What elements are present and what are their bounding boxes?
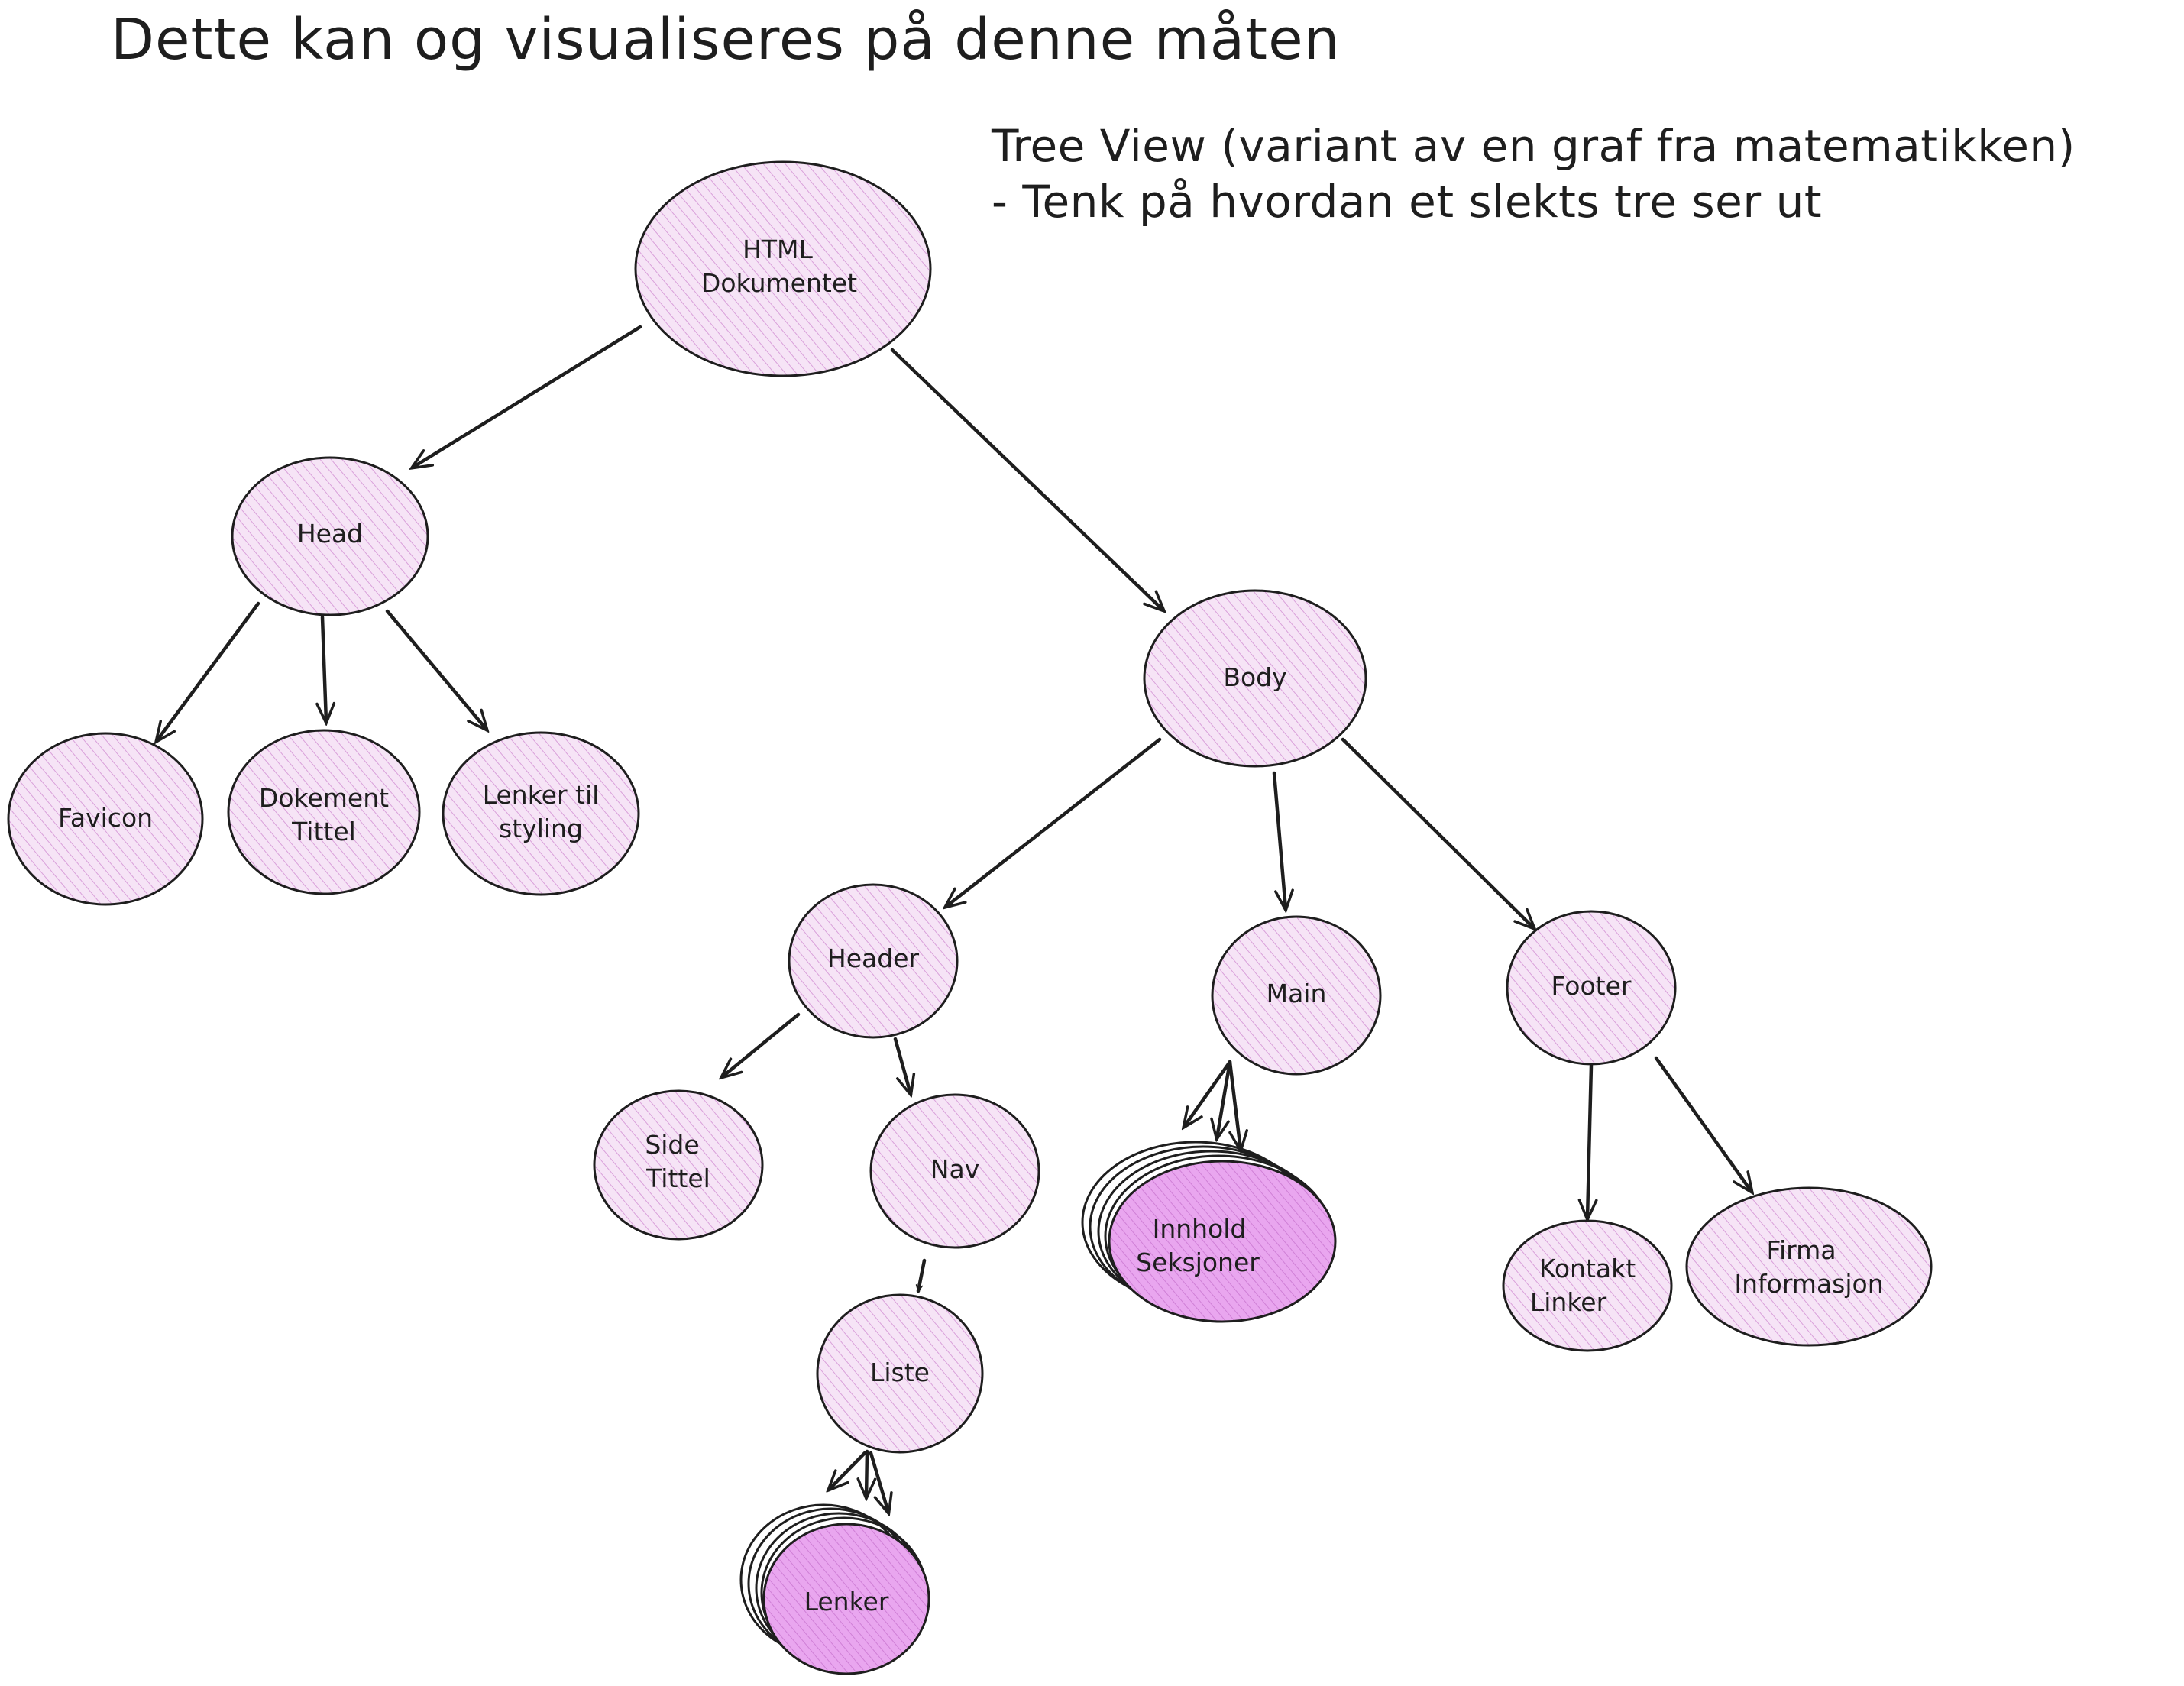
node-footer-label: Footer: [1551, 971, 1632, 1001]
node-html-document-line-2: Dokumentet: [701, 268, 857, 298]
node-html-document: HTML Dokumentet: [634, 160, 932, 377]
edges: [157, 325, 1752, 1513]
edge-liste-to-lenker-3: [869, 1451, 888, 1513]
node-main: Main: [1211, 915, 1382, 1076]
node-kontakt-linker-line-1: Kontakt: [1539, 1254, 1636, 1283]
node-side-tittel-line-2: Tittel: [645, 1163, 710, 1193]
node-header: Header: [788, 883, 959, 1039]
edge-main-to-innhold-3: [1228, 1060, 1241, 1150]
node-lenker-stack: Lenker: [739, 1503, 930, 1675]
node-liste: Liste: [816, 1293, 984, 1454]
node-head-label: Head: [297, 519, 363, 549]
edge-main-to-innhold-2: [1217, 1060, 1232, 1138]
edge-liste-to-lenker-2: [866, 1449, 867, 1497]
edge-nav-to-liste: [918, 1258, 927, 1293]
node-innhold-stack: Innhold Seksjoner: [1081, 1141, 1337, 1323]
node-kontakt-linker: Kontakt Linker: [1502, 1219, 1673, 1352]
diagram-title: Dette kan og visualiseres på denne måten: [111, 7, 1341, 73]
edge-head-to-lenker-styling: [385, 609, 487, 730]
edge-body-to-footer: [1341, 737, 1534, 928]
node-body-label: Body: [1223, 662, 1286, 692]
edge-body-to-main: [1272, 771, 1286, 909]
edge-main-to-innhold-1: [1184, 1060, 1232, 1127]
node-favicon-label: Favicon: [58, 803, 153, 833]
node-innhold-seksjoner-line-1: Innhold: [1153, 1214, 1247, 1244]
edge-header-to-side-tittel: [722, 1012, 801, 1077]
edge-head-to-favicon: [157, 601, 260, 741]
node-header-label: Header: [827, 943, 920, 973]
node-favicon: Favicon: [7, 732, 204, 906]
node-firma-informasjon-line-1: Firma: [1766, 1235, 1836, 1265]
edge-body-to-header: [946, 737, 1162, 907]
edge-head-to-dokument-tittel: [322, 615, 326, 722]
node-liste-label: Liste: [870, 1358, 930, 1387]
edge-header-to-nav: [893, 1037, 911, 1094]
edge-footer-to-firma: [1654, 1056, 1752, 1192]
node-lenker-label: Lenker: [804, 1587, 889, 1616]
node-side-tittel-line-1: Side: [645, 1130, 699, 1160]
node-lenker-styling: Lenker til styling: [442, 731, 640, 896]
node-lenker-styling-line-2: styling: [499, 814, 583, 843]
node-firma-informasjon: Firma Informasjon: [1685, 1186, 1933, 1347]
node-lenker-styling-line-1: Lenker til: [483, 780, 600, 810]
edge-html-to-body: [890, 348, 1163, 610]
edge-html-to-head: [413, 325, 642, 468]
node-dokument-tittel-line-2: Tittel: [291, 817, 356, 846]
node-kontakt-linker-line-2: Linker: [1530, 1287, 1607, 1317]
node-dokument-tittel-line-1: Dokement: [259, 783, 389, 813]
node-firma-informasjon-line-2: Informasjon: [1734, 1269, 1883, 1299]
edge-footer-to-kontakt: [1587, 1063, 1591, 1218]
node-footer: Footer: [1506, 910, 1677, 1066]
edge-liste-to-lenker-1: [829, 1451, 867, 1490]
node-nav: Nav: [869, 1093, 1040, 1249]
node-head: Head: [231, 456, 429, 616]
node-innhold-seksjoner-line-2: Seksjoner: [1136, 1248, 1260, 1277]
node-html-document-line-1: HTML: [743, 235, 813, 264]
node-side-tittel: Side Tittel: [593, 1089, 764, 1241]
node-nav-label: Nav: [930, 1154, 979, 1184]
diagram-subtitle: Tree View (variant av en graf fra matema…: [992, 118, 2076, 229]
node-main-label: Main: [1267, 979, 1327, 1008]
node-body: Body: [1143, 589, 1367, 768]
subtitle-line-1: Tree View (variant av en graf fra matema…: [992, 120, 2076, 172]
node-dokument-tittel: Dokement Tittel: [227, 729, 421, 895]
subtitle-line-2: - Tenk på hvordan et slekts tre ser ut: [992, 175, 1823, 228]
